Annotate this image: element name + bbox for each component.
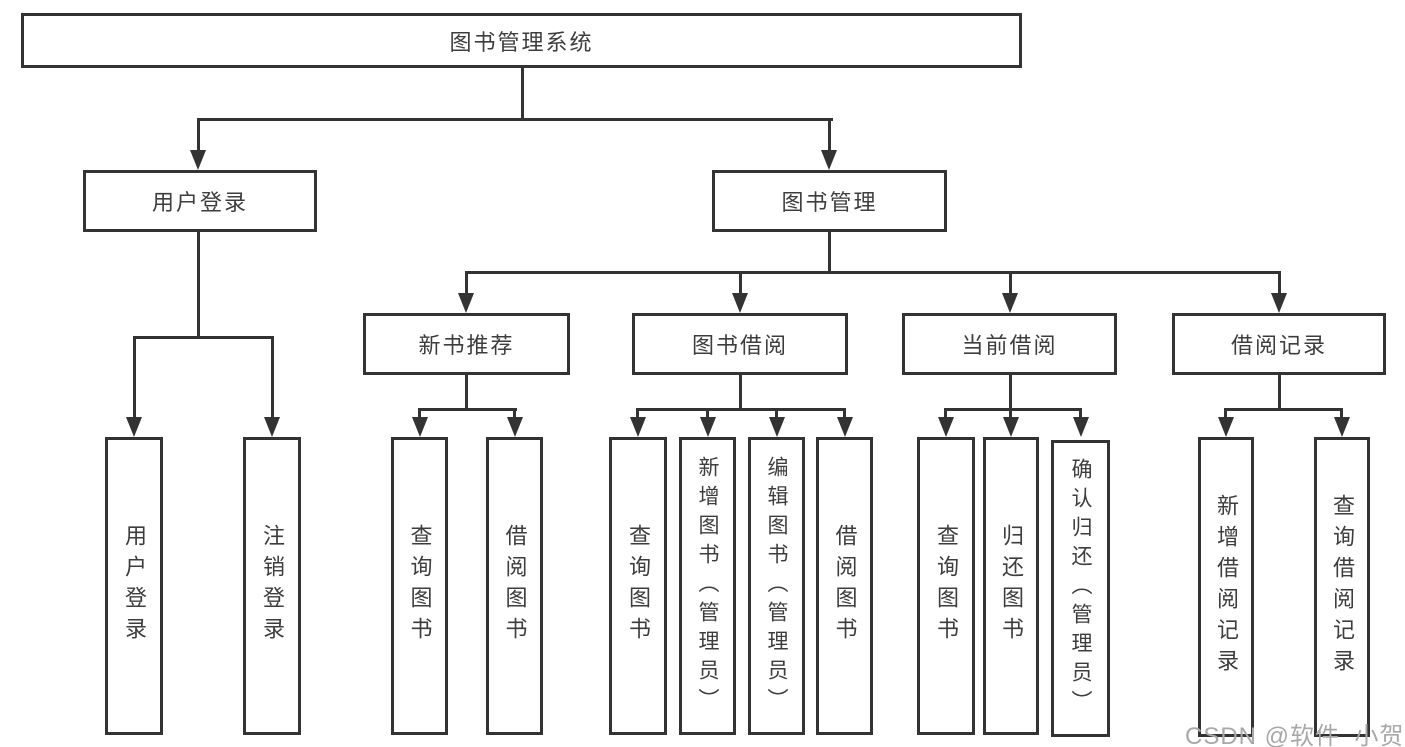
- leaf-cb-query-books: 查询图书: [917, 437, 975, 735]
- node-current-borrow: 当前借阅: [902, 313, 1117, 375]
- arrowhead-bb-query: [630, 417, 646, 437]
- connector-cb-arrow2-stem: [1009, 408, 1012, 422]
- arrowhead-br-add: [1218, 417, 1234, 437]
- connector-mgmt-stem: [828, 232, 831, 274]
- arrowhead-cb-return: [1003, 417, 1019, 437]
- connector-newbooks-stem: [465, 375, 468, 411]
- leaf-cb-confirm-return: 确认归还（管理员）: [1051, 440, 1110, 737]
- connector-mgmt-arrow4-stem: [1278, 271, 1281, 295]
- leaf-br-add-record-label: 新增借阅记录: [1214, 494, 1239, 680]
- connector-login-hline: [133, 336, 274, 339]
- arrowhead-nb-query: [412, 417, 428, 437]
- leaf-bb-add-books-label: 新增图书（管理员）: [696, 455, 719, 717]
- arrowhead-leaf-user-login: [126, 417, 142, 437]
- node-library-system: 图书管理系统: [21, 13, 1022, 68]
- node-borrow-records: 借阅记录: [1172, 313, 1386, 375]
- arrowhead-bb-add: [700, 417, 716, 437]
- connector-mgmt-arrow2-stem: [739, 271, 742, 295]
- node-borrow-records-label: 借阅记录: [1230, 333, 1327, 358]
- node-user-login-label: 用户登录: [151, 190, 248, 215]
- connector-br-arrow1-stem: [1224, 408, 1227, 422]
- connector-bb-hline: [636, 408, 846, 411]
- node-new-book-recommend-label: 新书推荐: [418, 333, 515, 358]
- leaf-nb-query-books: 查询图书: [391, 437, 448, 735]
- node-user-login: 用户登录: [83, 170, 317, 232]
- arrowhead-leaf-logout: [264, 417, 280, 437]
- leaf-bb-query-books-label: 查询图书: [626, 524, 651, 648]
- leaf-cb-query-books-label: 查询图书: [934, 524, 959, 648]
- arrowhead-cb-query: [938, 417, 954, 437]
- leaf-nb-query-books-label: 查询图书: [407, 524, 433, 648]
- leaf-user-login-label: 用户登录: [122, 524, 147, 648]
- csdn-watermark: CSDN @软件_小贺同学: [1185, 723, 1405, 747]
- connector-root-arrow-right-stem: [828, 118, 831, 152]
- connector-bb-arrow4-stem: [843, 408, 846, 422]
- leaf-nb-borrow-books-label: 借阅图书: [502, 524, 528, 648]
- node-book-borrow: 图书借阅: [632, 313, 848, 375]
- node-new-book-recommend: 新书推荐: [363, 313, 570, 375]
- leaf-logout: 注销登录: [243, 437, 301, 735]
- connector-bb-arrow3-stem: [775, 408, 778, 422]
- connector-newbooks-arrow2-stem: [513, 408, 516, 422]
- leaf-br-add-record: 新增借阅记录: [1198, 437, 1254, 737]
- connector-root-stem: [521, 68, 524, 120]
- connector-cb-arrow3-stem: [1079, 408, 1082, 422]
- leaf-br-query-record-label: 查询借阅记录: [1330, 494, 1355, 680]
- connector-root-arrow-left-stem: [197, 118, 200, 152]
- leaf-cb-return-books-label: 归还图书: [999, 524, 1024, 648]
- leaf-bb-edit-books-label: 编辑图书（管理员）: [765, 455, 788, 717]
- connector-newbooks-arrow1-stem: [418, 408, 421, 422]
- node-book-borrow-label: 图书借阅: [691, 333, 788, 358]
- connector-br-hline: [1224, 408, 1343, 411]
- arrowhead-cb-confirm: [1073, 417, 1089, 437]
- leaf-user-login: 用户登录: [105, 437, 163, 735]
- arrowhead-current-borrow: [1002, 293, 1018, 313]
- arrowhead-book-mgmt: [821, 150, 837, 170]
- arrowhead-br-query: [1334, 417, 1350, 437]
- leaf-bb-edit-books: 编辑图书（管理员）: [748, 437, 805, 735]
- node-current-borrow-label: 当前借阅: [961, 333, 1058, 358]
- connector-mgmt-hline: [465, 271, 1281, 274]
- arrowhead-bb-edit: [769, 417, 785, 437]
- connector-cb-arrow1-stem: [944, 408, 947, 422]
- connector-br-stem: [1278, 375, 1281, 411]
- leaf-logout-label: 注销登录: [260, 524, 285, 648]
- leaf-nb-borrow-books: 借阅图书: [486, 437, 543, 735]
- node-book-management-label: 图书管理: [781, 190, 878, 215]
- leaf-bb-borrow-books-label: 借阅图书: [832, 524, 858, 648]
- arrowhead-nb-borrow: [507, 417, 523, 437]
- connector-bb-arrow1-stem: [636, 408, 639, 422]
- leaf-cb-return-books: 归还图书: [983, 437, 1039, 735]
- connector-bb-stem: [739, 375, 742, 411]
- connector-br-arrow2-stem: [1340, 408, 1343, 422]
- arrowhead-user-login: [190, 150, 206, 170]
- arrowhead-bb-borrow: [837, 417, 853, 437]
- node-book-management: 图书管理: [712, 170, 947, 232]
- connector-mgmt-arrow3-stem: [1009, 271, 1012, 295]
- connector-login-stem: [197, 232, 200, 339]
- connector-mgmt-arrow1-stem: [465, 271, 468, 295]
- arrowhead-new-books: [458, 293, 474, 313]
- leaf-bb-query-books: 查询图书: [609, 437, 667, 735]
- connector-cb-hline: [944, 408, 1082, 411]
- leaf-br-query-record: 查询借阅记录: [1314, 437, 1370, 737]
- node-library-system-label: 图书管理系统: [449, 29, 594, 55]
- connector-cb-stem: [1009, 375, 1012, 411]
- leaf-bb-add-books: 新增图书（管理员）: [679, 437, 736, 735]
- connector-bb-arrow2-stem: [706, 408, 709, 422]
- leaf-bb-borrow-books: 借阅图书: [816, 437, 873, 735]
- connector-login-arrow1-stem: [133, 336, 136, 419]
- connector-newbooks-hline: [418, 408, 517, 411]
- leaf-cb-confirm-return-label: 确认归还（管理员）: [1069, 458, 1092, 719]
- arrowhead-book-borrow: [732, 293, 748, 313]
- connector-login-arrow2-stem: [271, 336, 274, 419]
- arrowhead-borrow-records: [1271, 293, 1287, 313]
- connector-root-hline: [197, 118, 833, 121]
